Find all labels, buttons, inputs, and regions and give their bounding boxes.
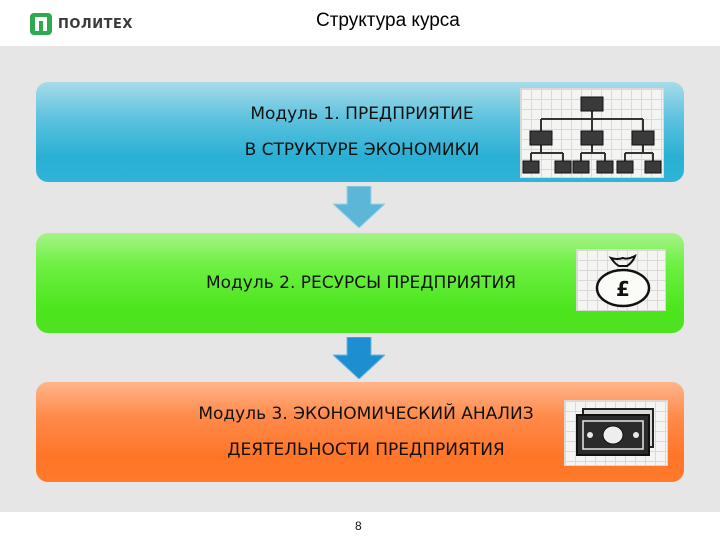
module-3-block: Модуль 3. ЭКОНОМИЧЕСКИЙ АНАЛИЗ ДЕЯТЕЛЬНО…	[36, 382, 684, 482]
svg-text:£: £	[616, 277, 630, 301]
module-2-text: Модуль 2. РЕСУРСЫ ПРЕДПРИЯТИЯ	[156, 265, 566, 301]
header: ПОЛИТЕХ Структура курса	[0, 0, 720, 46]
module-2-block: Модуль 2. РЕСУРСЫ ПРЕДПРИЯТИЯ £	[36, 233, 684, 333]
politeh-logo-icon	[30, 13, 52, 35]
logo: ПОЛИТЕХ	[30, 13, 133, 35]
money-bag-icon: £	[576, 249, 666, 311]
arrow-down-icon	[331, 185, 387, 232]
page-number: 8	[355, 519, 362, 533]
module-3-line-2: ДЕЯТЕЛЬНОСТИ ПРЕДПРИЯТИЯ	[227, 440, 505, 460]
module-2-line-1: Модуль 2. РЕСУРСЫ ПРЕДПРИЯТИЯ	[205, 273, 517, 293]
arrow-down-icon	[331, 336, 387, 383]
module-1-text: Модуль 1. ПРЕДПРИЯТИЕ В СТРУКТУРЕ ЭКОНОМ…	[212, 96, 512, 168]
org-chart-icon	[520, 88, 664, 178]
module-1-line-2: В СТРУКТУРЕ ЭКОНОМИКИ	[244, 140, 480, 160]
module-3-line-1: Модуль 3. ЭКОНОМИЧЕСКИЙ АНАЛИЗ	[198, 404, 534, 424]
banknotes-icon	[564, 400, 668, 466]
module-3-text: Модуль 3. ЭКОНОМИЧЕСКИЙ АНАЛИЗ ДЕЯТЕЛЬНО…	[156, 396, 576, 468]
module-1-block: Модуль 1. ПРЕДПРИЯТИЕ В СТРУКТУРЕ ЭКОНОМ…	[36, 82, 684, 182]
slide-title: Структура курса	[316, 10, 460, 31]
logo-text: ПОЛИТЕХ	[58, 16, 133, 32]
module-1-line-1: Модуль 1. ПРЕДПРИЯТИЕ	[250, 104, 474, 124]
